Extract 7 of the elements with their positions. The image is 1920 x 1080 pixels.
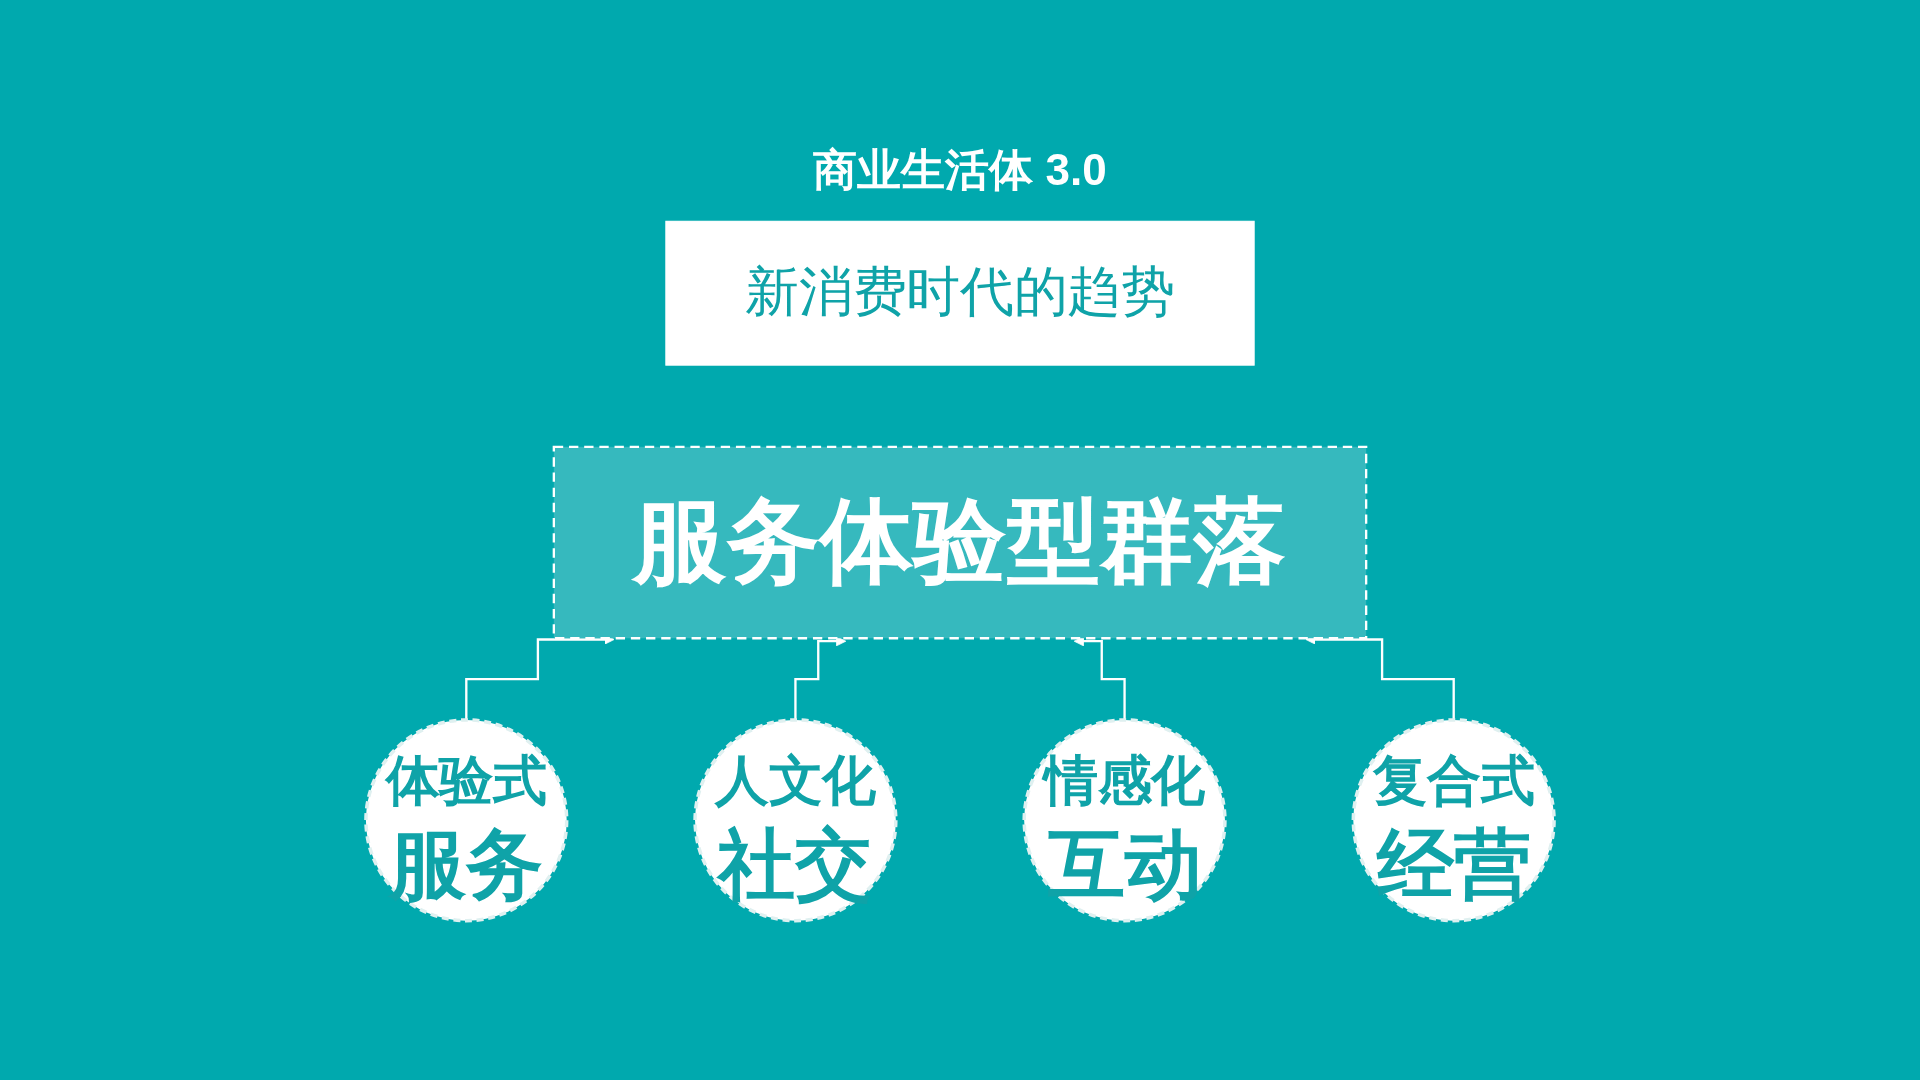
diagram-title: 商业生活体 3.0 bbox=[813, 146, 1107, 195]
dashed-box: 服务体验型群落 bbox=[552, 445, 1368, 640]
circle-node: 复合式 经营 bbox=[1351, 718, 1556, 923]
circle-node: 情感化 互动 bbox=[1022, 718, 1227, 923]
circle-node: 人文化 社交 bbox=[693, 718, 898, 923]
circle-node: 体验式 服务 bbox=[364, 718, 569, 923]
subtitle-box: 新消费时代的趋势 bbox=[665, 220, 1255, 366]
